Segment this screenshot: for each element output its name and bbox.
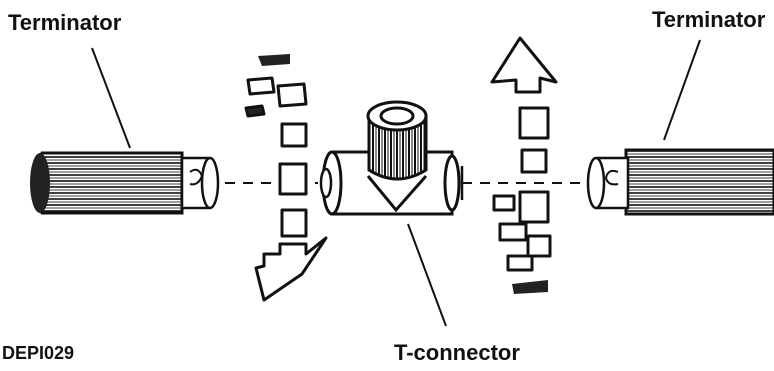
leader-line-terminator-left: [91, 47, 131, 149]
label-terminator-left: Terminator: [8, 10, 122, 35]
figure-code: DEPI029: [2, 343, 75, 363]
rotation-arrow-up: [490, 36, 558, 294]
leader-line-terminator-right: [663, 39, 701, 141]
rotation-arrow-down: [244, 54, 328, 302]
leader-line-t-connector: [407, 223, 447, 327]
label-t-connector: T-connector: [394, 340, 520, 365]
label-terminator-right: Terminator: [652, 7, 766, 32]
terminator-left: [30, 151, 220, 215]
terminator-right: [586, 148, 774, 216]
t-connector: [319, 100, 464, 216]
